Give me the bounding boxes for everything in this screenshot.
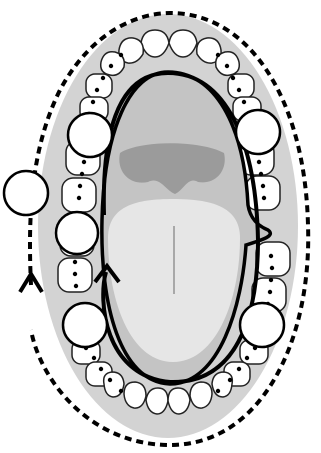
marker-left-mid xyxy=(56,212,98,254)
marker-outside-left xyxy=(4,171,48,215)
marker-upper-right xyxy=(236,110,280,154)
marker-upper-left xyxy=(68,113,112,157)
tooth xyxy=(124,382,146,408)
tooth xyxy=(256,242,290,276)
tooth xyxy=(62,178,96,212)
tooth xyxy=(168,388,190,414)
tooth xyxy=(146,388,168,414)
marker-lower-left xyxy=(63,303,107,347)
marker-lower-right xyxy=(240,303,284,347)
tooth xyxy=(86,74,112,98)
tooth xyxy=(104,372,124,397)
tooth xyxy=(212,372,232,397)
tooth xyxy=(190,382,212,408)
